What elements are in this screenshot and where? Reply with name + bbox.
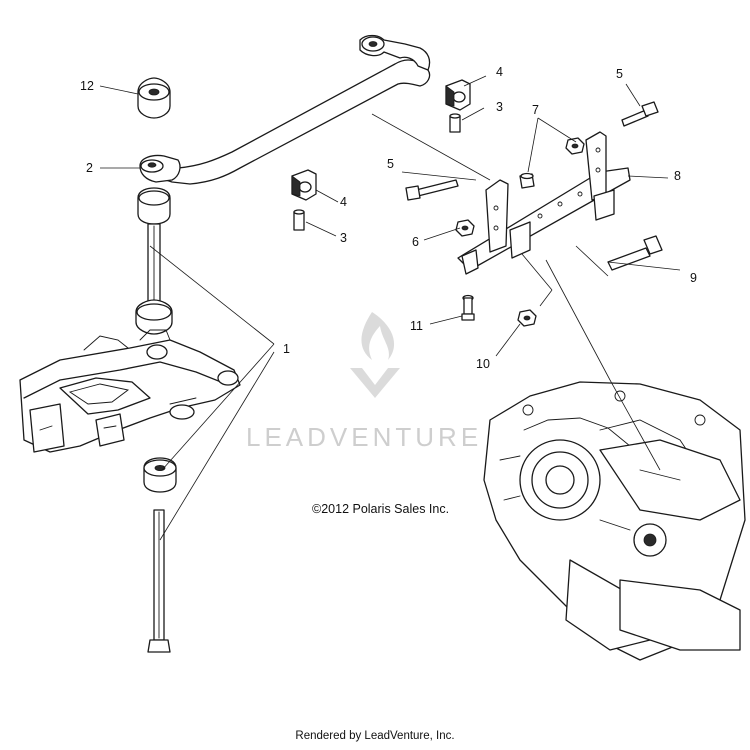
- callout-10: 10: [476, 357, 490, 371]
- bolt-5-right: [621, 101, 659, 127]
- callout-4-upper: 4: [496, 65, 503, 79]
- callout-2: 2: [86, 161, 93, 175]
- clamp-4-upper: [445, 79, 471, 111]
- lower-control-arm: [19, 329, 241, 453]
- long-bolt: [147, 509, 171, 653]
- callout-11: 11: [410, 319, 423, 333]
- callout-4-lower: 4: [340, 195, 347, 209]
- nut-7-right: [565, 137, 585, 155]
- callout-3-lower: 3: [340, 231, 347, 245]
- callout-6: 6: [412, 235, 419, 249]
- callout-5-left: 5: [387, 157, 394, 171]
- lower-bushing: [143, 457, 177, 493]
- bracket-8: [457, 131, 631, 275]
- copyright-notice: ©2012 Polaris Sales Inc.: [312, 502, 450, 516]
- callout-12: 12: [80, 79, 94, 93]
- nut-10: [517, 309, 537, 327]
- footer-credit: Rendered by LeadVenture, Inc.: [295, 730, 455, 742]
- callout-7: 7: [532, 103, 539, 117]
- callout-5-right: 5: [616, 67, 623, 81]
- callout-1: 1: [283, 342, 290, 356]
- bolt-11: [461, 294, 475, 321]
- end-link-1: [135, 187, 173, 335]
- callout-3-upper: 3: [496, 100, 503, 114]
- bushing-12: [137, 77, 171, 119]
- engine-assembly: [483, 381, 746, 661]
- nut-6: [455, 219, 475, 237]
- spacer-3-lower: [293, 209, 305, 231]
- callout-9: 9: [690, 271, 697, 285]
- nut-7-left: [519, 172, 535, 189]
- leader-lines: [99, 75, 681, 541]
- leadventure-watermark: LEADVENTURE: [246, 312, 482, 452]
- bolt-9: [607, 235, 663, 271]
- callout-labels: 1 2 3 3 4 4 5 5 6 7 8 9 10 11 12: [80, 65, 697, 371]
- callout-8: 8: [674, 169, 681, 183]
- bolt-5-left: [405, 179, 459, 201]
- sway-bar: [139, 34, 431, 185]
- watermark-text: LEADVENTURE: [246, 422, 482, 452]
- clamp-4-lower: [291, 169, 317, 201]
- spacer-3-upper: [449, 113, 461, 133]
